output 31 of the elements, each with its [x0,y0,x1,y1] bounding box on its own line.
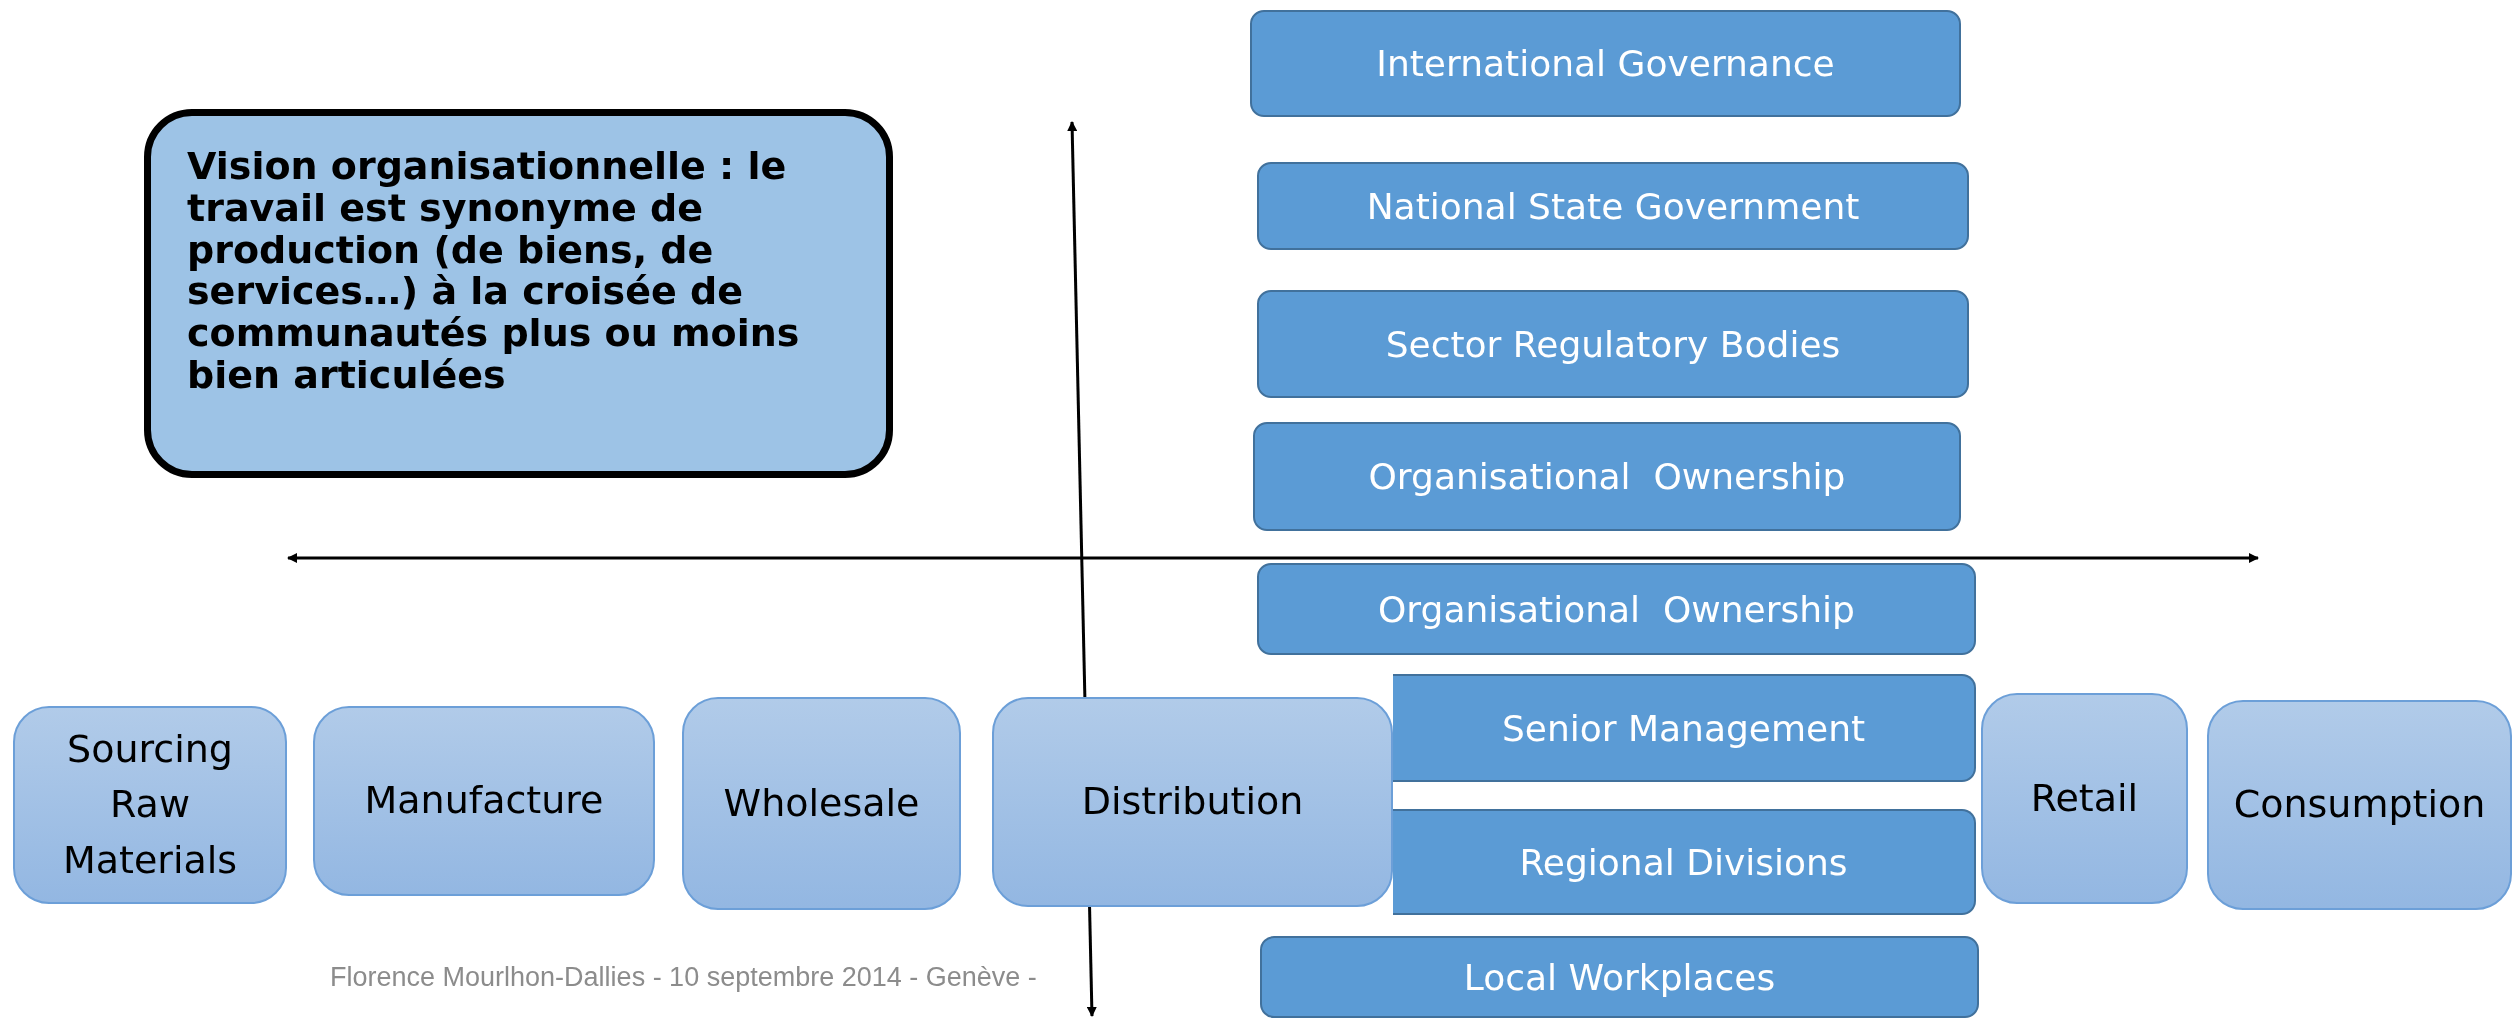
governance-level-box [1393,674,1976,782]
supply-chain-stage-box [992,697,1393,907]
box-label: Senior Management [1501,707,1866,749]
footer-text: Florence Mourlhon-Dallies - 10 septembre 2014 - Genève - [330,962,1037,993]
box-label: Consumption [2233,781,2486,829]
supply-chain-stage-box [1981,693,2188,904]
governance-level-box [1393,809,1976,915]
box-label: Local Workplaces [1463,956,1776,998]
box-label: Sector Regulatory Bodies [1385,323,1841,365]
box-label: International Governance [1376,43,1835,84]
box-label: Distribution [1081,778,1304,826]
supply-chain-stage-box [13,706,287,904]
governance-level-box [1250,10,1961,117]
box-label: Regional Divisions [1519,841,1848,883]
box-label: Manufacture [364,777,604,825]
box-label: Sourcing Raw Materials [61,726,239,884]
governance-level-box [1257,290,1969,398]
governance-level-box [1260,936,1979,1018]
governance-level-box [1257,563,1976,655]
governance-level-box [1257,162,1969,250]
box-label: Organisational Ownership [1368,456,1846,497]
box-label: Wholesale [723,779,920,827]
box-label: Organisational Ownership [1378,588,1855,630]
note-box [144,109,893,478]
note-text: Vision organisationnelle : le travail est synonyme de production (de biens, de services…) à la croisée de communautés plus ou moins bien articulées [187,146,801,397]
governance-level-box [1253,422,1961,531]
supply-chain-stage-box [2207,700,2512,910]
box-label: National State Government [1366,185,1860,227]
supply-chain-stage-box [313,706,655,896]
box-label: Retail [2030,774,2139,822]
supply-chain-stage-box [682,697,961,910]
